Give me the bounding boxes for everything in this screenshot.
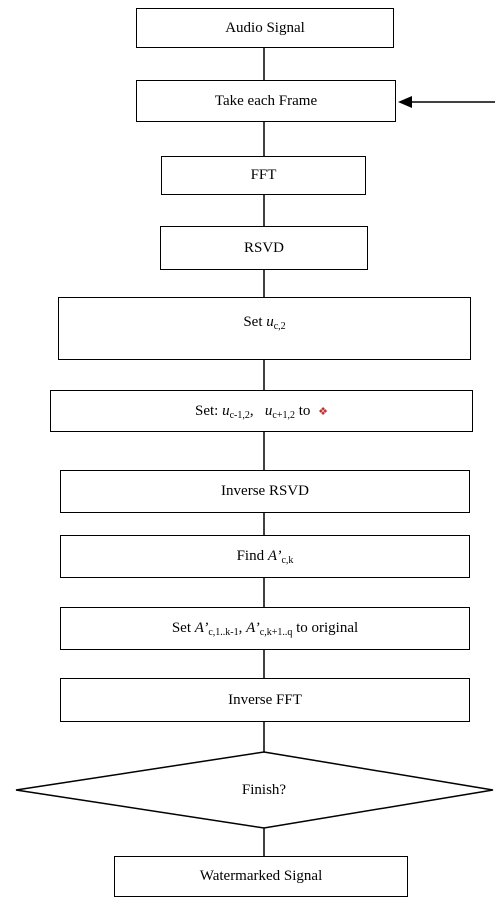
- step-audio-signal: Audio Signal: [136, 8, 394, 48]
- set-u-sub: c,2: [273, 321, 286, 332]
- set-a-var1: A’: [194, 620, 209, 636]
- set-a-sub2: c,k+1..q: [259, 627, 293, 638]
- set-neighbors-sub1: c-1,2: [229, 409, 250, 421]
- step-fft-label: FFT: [250, 167, 277, 183]
- step-set-a-original-label: Set A’c,1..k-1, A’c,k+1..q to original: [171, 620, 359, 638]
- find-a-prefix: Find: [236, 548, 268, 564]
- set-neighbors-prefix: Set:: [195, 402, 223, 419]
- set-u-prefix: Set: [243, 314, 267, 330]
- set-neighbors-sep: ,: [249, 402, 254, 419]
- find-a-sub: c,k: [281, 555, 294, 566]
- step-find-a-label: Find A’c,k: [236, 548, 294, 566]
- loop-arrow-head: [398, 96, 412, 108]
- decision-diamond: [15, 751, 494, 829]
- step-set-neighbors-label: Set: uc-1,2, uc+1,2 to ❖: [195, 402, 328, 421]
- step-set-u: Set uc,2: [58, 297, 471, 360]
- step-set-a-original: Set A’c,1..k-1, A’c,k+1..q to original: [60, 607, 470, 650]
- set-neighbors-suffix: to: [294, 402, 315, 419]
- decision-label: Finish?: [164, 778, 364, 802]
- set-a-prefix: Set: [171, 620, 195, 636]
- set-neighbors-var1: u: [222, 402, 230, 419]
- decision-text: Finish?: [241, 781, 287, 798]
- glyph-icon: ❖: [318, 405, 328, 418]
- set-u-var: u: [266, 314, 274, 330]
- step-inverse-rsvd: Inverse RSVD: [60, 470, 470, 513]
- step-rsvd: RSVD: [160, 226, 368, 270]
- step-watermarked-signal: Watermarked Signal: [114, 856, 408, 897]
- set-a-sub1: c,1..k-1: [208, 627, 239, 638]
- set-a-var2: A’: [246, 620, 260, 636]
- set-neighbors-var2: u: [264, 402, 273, 419]
- step-inverse-fft: Inverse FFT: [60, 678, 470, 722]
- step-inverse-fft-label: Inverse FFT: [228, 691, 302, 708]
- step-set-neighbors: Set: uc-1,2, uc+1,2 to ❖: [50, 390, 473, 432]
- set-a-suffix: to original: [292, 620, 359, 636]
- set-a-sep: ,: [238, 620, 247, 636]
- step-watermarked-signal-label: Watermarked Signal: [199, 868, 323, 884]
- step-set-u-label: Set uc,2: [243, 314, 286, 332]
- set-neighbors-sub2: c+1,2: [272, 409, 295, 421]
- find-a-var: A’: [267, 548, 282, 564]
- step-fft: FFT: [161, 156, 366, 195]
- step-audio-signal-label: Audio Signal: [225, 19, 305, 36]
- step-find-a: Find A’c,k: [60, 535, 470, 578]
- step-take-each-frame-label: Take each Frame: [214, 92, 318, 109]
- step-take-each-frame: Take each Frame: [136, 80, 396, 122]
- step-inverse-rsvd-label: Inverse RSVD: [221, 483, 309, 499]
- step-rsvd-label: RSVD: [243, 239, 284, 256]
